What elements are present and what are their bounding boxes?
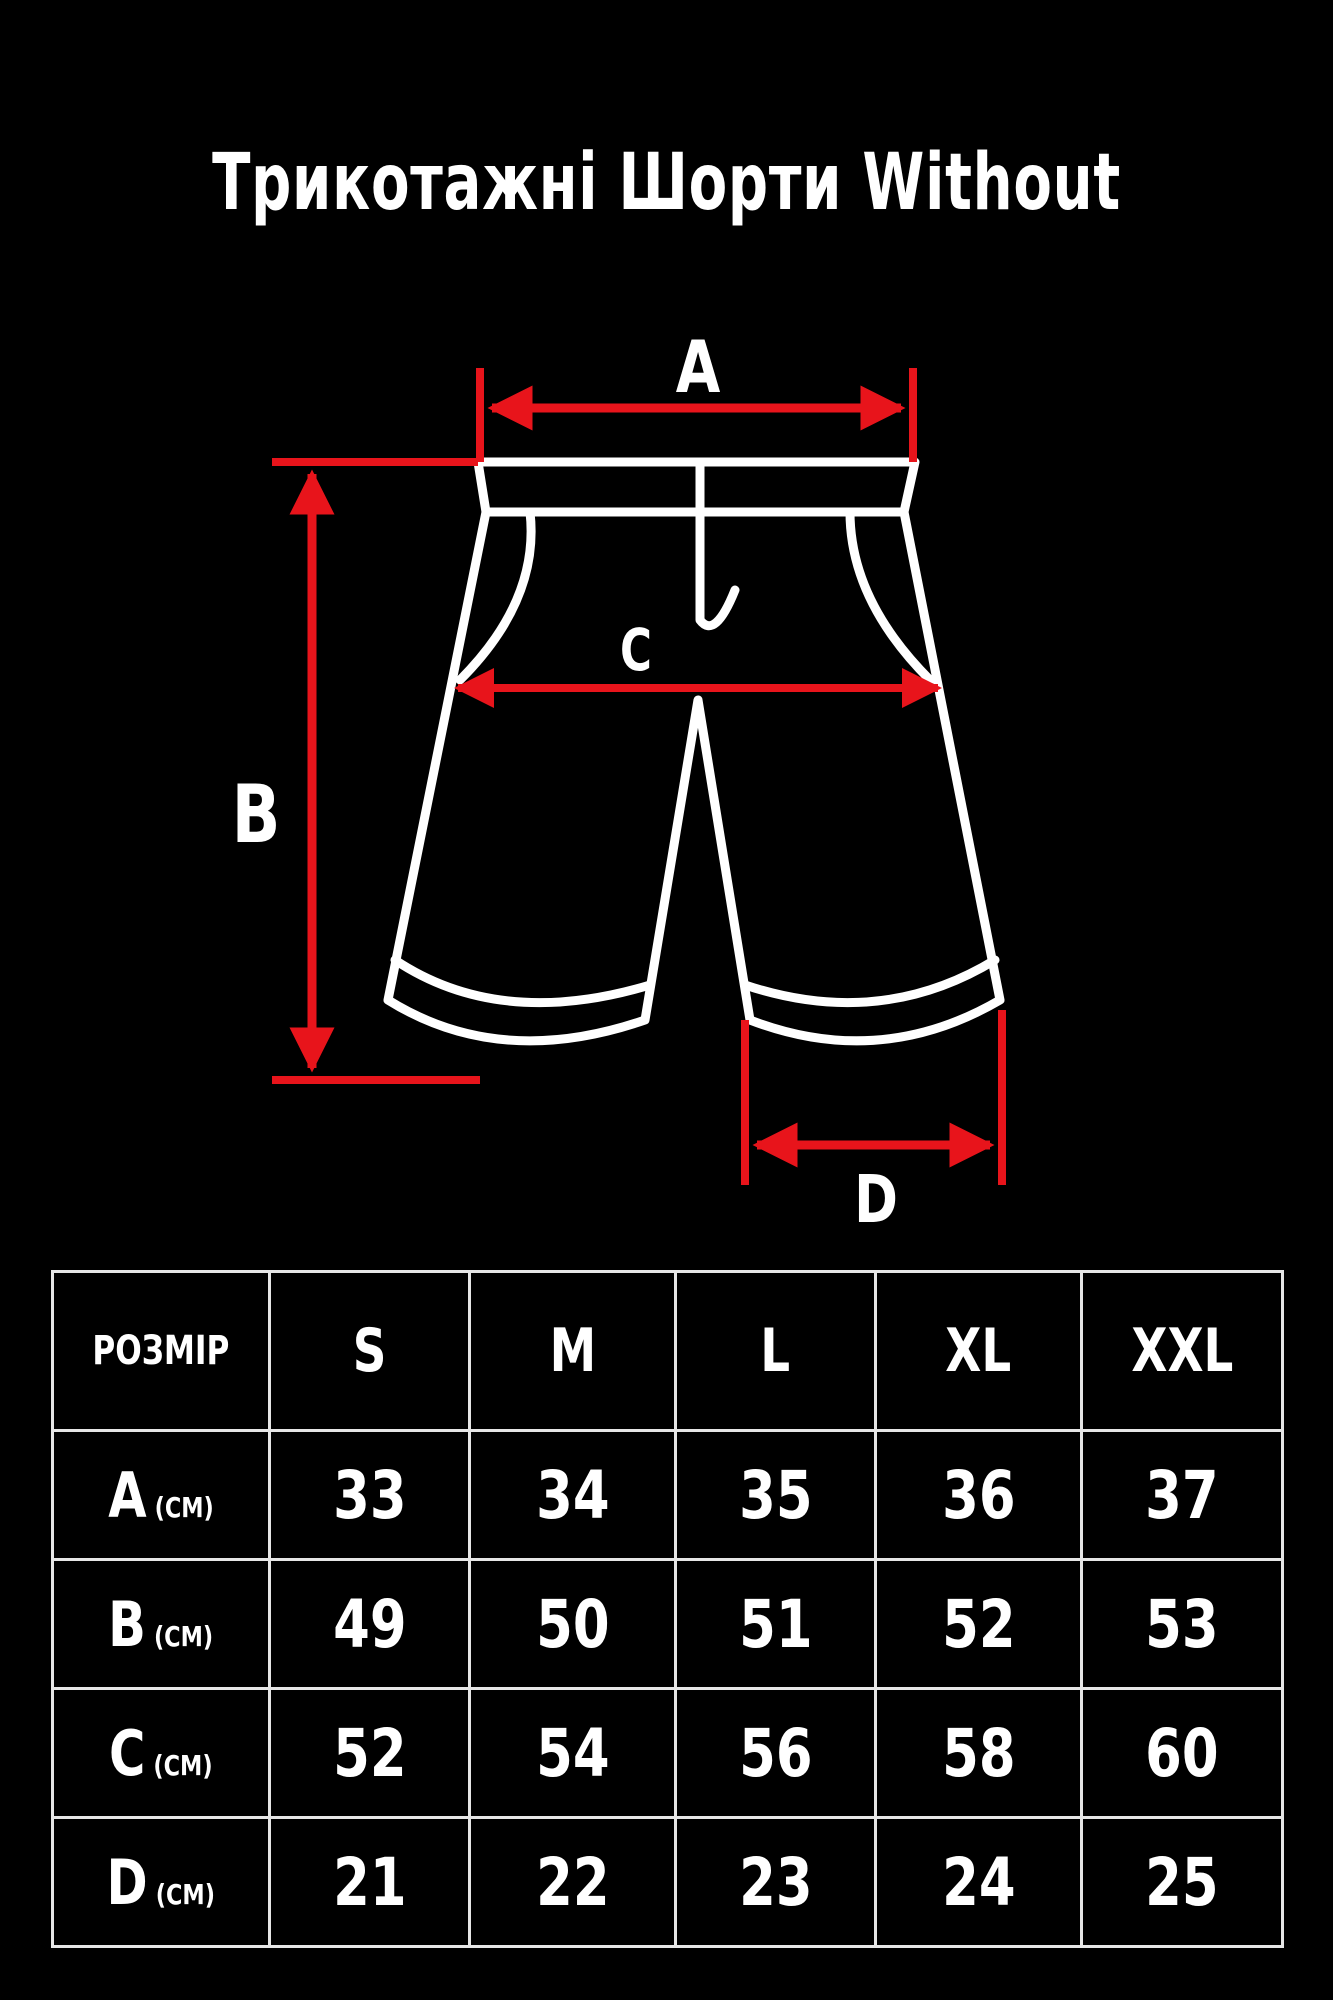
label-c: C	[620, 617, 652, 685]
table-cell: 54	[468, 1687, 677, 1819]
label-b: B	[232, 769, 281, 862]
header-cell: L	[674, 1270, 877, 1432]
shorts-outline	[383, 457, 1005, 1046]
table-row: B(CM) 49 50 51 52 53	[51, 1558, 1284, 1690]
table-cell: 34	[468, 1429, 677, 1561]
table-cell: 50	[468, 1558, 677, 1690]
table-header-row: РОЗМІР S M L XL XXL	[51, 1270, 1284, 1432]
table-cell: 60	[1080, 1687, 1284, 1819]
shorts-measurement-diagram: A B C D	[232, 326, 1006, 1239]
table-cell: 36	[874, 1429, 1083, 1561]
table-cell: 53	[1080, 1558, 1284, 1690]
table-cell: 23	[674, 1816, 877, 1948]
row-label: A(CM)	[51, 1429, 271, 1561]
table-cell: 22	[468, 1816, 677, 1948]
table-row: D(CM) 21 22 23 24 25	[51, 1816, 1284, 1948]
table-cell: 35	[674, 1429, 877, 1561]
label-a: A	[676, 326, 721, 410]
table-cell: 52	[268, 1687, 471, 1819]
dimension-c: C	[454, 617, 942, 708]
fly-stitch	[695, 507, 740, 631]
table-cell: 21	[268, 1816, 471, 1948]
table-cell: 33	[268, 1429, 471, 1561]
right-hem	[740, 955, 1000, 1008]
table-cell: 49	[268, 1558, 471, 1690]
header-cell: S	[268, 1270, 471, 1432]
table-row: A(CM) 33 34 35 36 37	[51, 1429, 1284, 1561]
table-cell: 37	[1080, 1429, 1284, 1561]
shorts-body	[383, 507, 1005, 1046]
dimension-a: A	[476, 326, 917, 462]
table-row: C(CM) 52 54 56 58 60	[51, 1687, 1284, 1819]
table-cell: 58	[874, 1687, 1083, 1819]
dimension-d: D	[741, 1010, 1006, 1239]
table-cell: 56	[674, 1687, 877, 1819]
header-cell: XXL	[1080, 1270, 1284, 1432]
label-d: D	[854, 1162, 898, 1238]
right-pocket	[845, 507, 935, 685]
table-cell: 51	[674, 1558, 877, 1690]
header-cell: M	[468, 1270, 677, 1432]
page-title: Трикотажні Шорти Without	[212, 138, 1121, 228]
table-cell: 24	[874, 1816, 1083, 1948]
row-label: D(CM)	[51, 1816, 271, 1948]
header-cell-size: РОЗМІР	[51, 1270, 271, 1432]
dimension-b: B	[232, 458, 480, 1084]
row-label: B(CM)	[51, 1558, 271, 1690]
row-label: C(CM)	[51, 1687, 271, 1819]
left-hem	[390, 955, 655, 1008]
table-cell: 25	[1080, 1816, 1284, 1948]
header-cell: XL	[874, 1270, 1083, 1432]
size-table: РОЗМІР S M L XL XXL A(CM) 33 34 35 36 37…	[51, 1270, 1284, 1948]
left-pocket	[455, 507, 536, 685]
table-cell: 52	[874, 1558, 1083, 1690]
